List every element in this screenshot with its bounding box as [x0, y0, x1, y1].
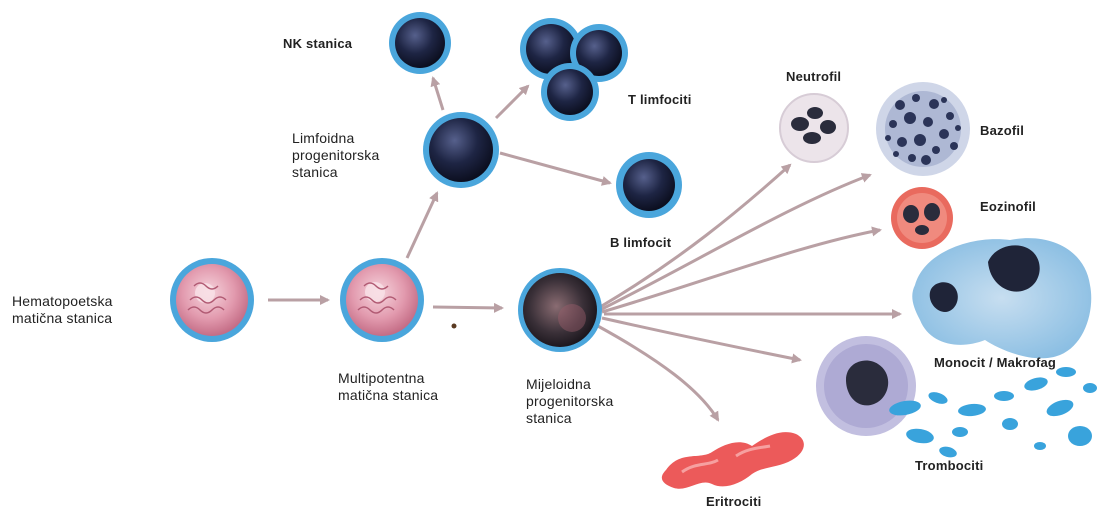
hematopoetic-stem-cell	[170, 258, 254, 342]
b-lymphocyte	[616, 152, 682, 218]
label-trombociti: Trombociti	[915, 457, 983, 474]
label-eozinofil: Eozinofil	[980, 198, 1036, 215]
label-bazofil: Bazofil	[980, 122, 1024, 139]
myeloid-progenitor-cell	[518, 268, 602, 352]
erythrocytes	[662, 432, 804, 489]
label-limfoidna: Limfoidna progenitorska stanica	[292, 130, 412, 181]
label-mijeloidna: Mijeloidna progenitorska stanica	[526, 376, 656, 427]
label-monocit: Monocit / Makrofag	[934, 354, 1056, 371]
multipotent-stem-cell	[340, 258, 424, 342]
basophil	[876, 82, 970, 176]
arrow-lymphoid-to-nk	[433, 78, 443, 110]
label-nk: NK stanica	[283, 35, 352, 52]
lymphoid-progenitor-cell	[423, 112, 499, 188]
eosinophil	[891, 187, 953, 249]
neutrophil	[780, 94, 848, 162]
arrow-myeloid-to-trombociti	[602, 318, 800, 360]
platelets	[888, 367, 1097, 459]
nk-cell	[389, 12, 451, 74]
label-eritrociti: Eritrociti	[706, 493, 761, 510]
label-b-limfocit: B limfocit	[610, 234, 671, 251]
macrophage	[912, 238, 1091, 358]
monocyte	[816, 336, 916, 436]
t-lymphocytes	[520, 18, 628, 121]
label-neutrofil: Neutrofil	[786, 68, 841, 85]
label-t-limfociti: T limfociti	[628, 91, 692, 108]
speck	[452, 324, 457, 329]
arrow-lymphoid-to-b	[500, 153, 610, 183]
arrow-lymphoid-to-t	[496, 86, 528, 118]
label-multipotentna: Multipotentna matična stanica	[338, 370, 478, 404]
arrow-multipotent-to-myeloid	[433, 307, 502, 308]
arrow-multipotent-to-lymphoid	[407, 193, 437, 258]
label-hematopoetska: Hematopoetska matična stanica	[12, 293, 142, 327]
